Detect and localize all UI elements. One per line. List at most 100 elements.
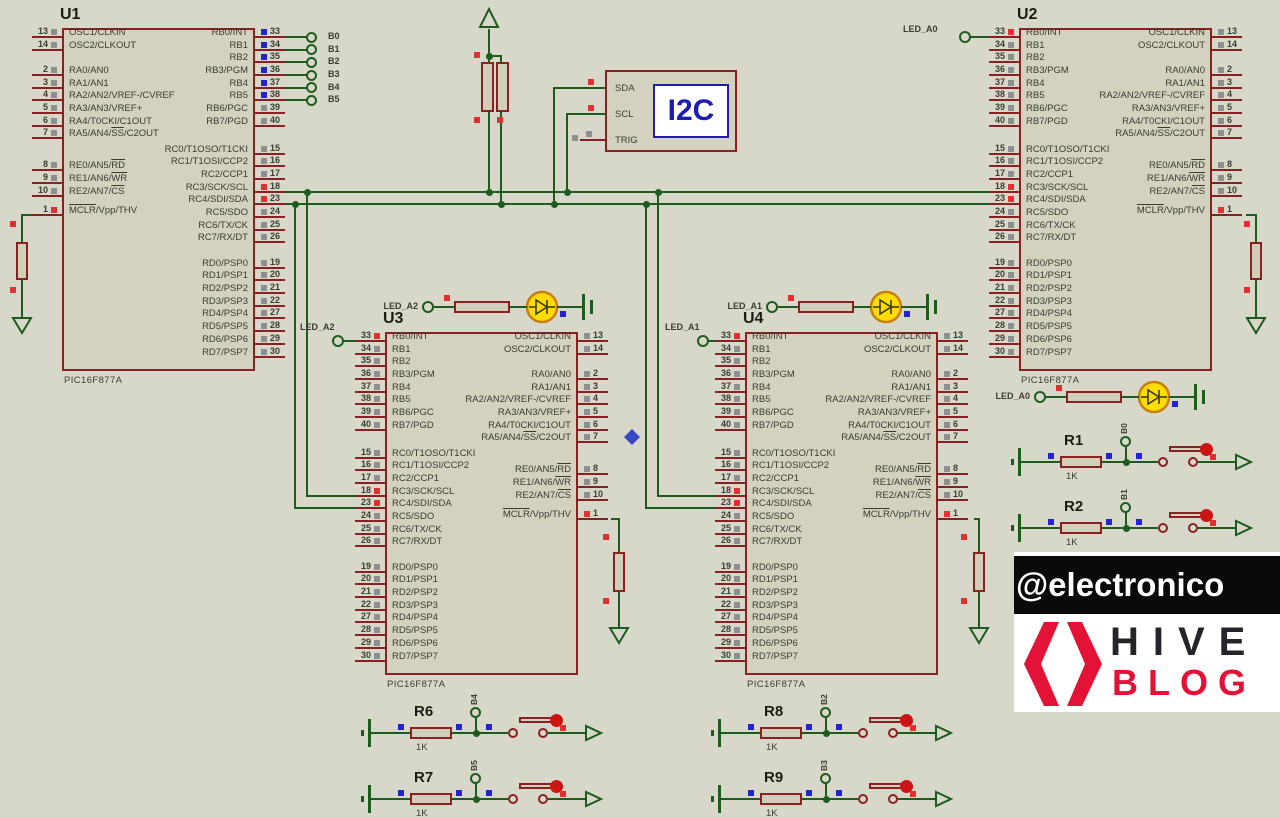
resistor-r6[interactable] (410, 727, 452, 739)
wire-segment[interactable] (1169, 396, 1194, 398)
wire-segment[interactable] (553, 87, 555, 205)
wire-segment[interactable] (284, 36, 307, 38)
terminal-b0[interactable] (306, 31, 317, 43)
wire-segment[interactable] (1122, 396, 1139, 398)
resistor-r1[interactable] (1060, 456, 1102, 468)
wire-segment[interactable] (306, 191, 308, 497)
trig-stub[interactable] (580, 139, 605, 141)
terminal-b3[interactable] (306, 69, 317, 81)
wire-segment[interactable] (284, 74, 307, 76)
wire-segment[interactable] (566, 113, 606, 115)
wire-segment[interactable] (657, 495, 716, 497)
button-contact[interactable] (508, 728, 518, 738)
wire-segment[interactable] (371, 732, 410, 734)
wire-segment[interactable] (974, 518, 980, 520)
resistor[interactable] (973, 552, 985, 592)
wire-segment[interactable] (1198, 461, 1236, 463)
terminal-led_a0-drive[interactable] (1034, 391, 1046, 403)
wire-segment[interactable] (708, 340, 716, 342)
terminal-b0[interactable] (1120, 436, 1131, 447)
wire-segment[interactable] (1198, 527, 1236, 529)
wire-segment[interactable] (488, 55, 502, 57)
button-contact[interactable] (508, 794, 518, 804)
terminal-led_a2[interactable] (332, 335, 344, 347)
wire-segment[interactable] (1102, 461, 1158, 463)
terminal-led_a1-drive[interactable] (766, 301, 778, 313)
button-actuator[interactable] (1200, 509, 1213, 522)
chip-u3[interactable] (385, 332, 578, 675)
resistor-r9[interactable] (760, 793, 802, 805)
wire-segment[interactable] (371, 798, 410, 800)
button-contact[interactable] (538, 728, 548, 738)
wire-segment[interactable] (294, 507, 356, 509)
wire-segment[interactable] (645, 507, 716, 509)
wire-segment[interactable] (475, 783, 477, 799)
wire-segment[interactable] (1046, 396, 1066, 398)
wire-segment[interactable] (284, 87, 307, 89)
wire-segment[interactable] (284, 203, 990, 205)
wire-segment[interactable] (1102, 527, 1158, 529)
terminal-led_a0[interactable] (959, 31, 971, 43)
terminal-b2[interactable] (306, 56, 317, 68)
terminal-b5[interactable] (470, 773, 481, 784)
wire-segment[interactable] (802, 798, 858, 800)
button-actuator[interactable] (900, 780, 913, 793)
wire-segment[interactable] (1246, 214, 1257, 216)
wire-segment[interactable] (21, 214, 23, 243)
resistor-r8[interactable] (760, 727, 802, 739)
wire-segment[interactable] (488, 111, 490, 193)
chip-u1[interactable] (62, 28, 255, 371)
wire-segment[interactable] (553, 87, 606, 89)
wire-segment[interactable] (611, 518, 620, 520)
button-actuator[interactable] (900, 714, 913, 727)
wire-segment[interactable] (510, 306, 527, 308)
terminal-led_a1[interactable] (697, 335, 709, 347)
button-contact[interactable] (858, 794, 868, 804)
wire-segment[interactable] (500, 55, 502, 63)
resistor[interactable] (613, 552, 625, 592)
wire-segment[interactable] (434, 306, 454, 308)
terminal-b1[interactable] (306, 44, 317, 56)
resistor[interactable] (481, 62, 494, 112)
wire-segment[interactable] (618, 518, 620, 553)
chip-u2[interactable] (1019, 28, 1212, 371)
wire-segment[interactable] (978, 518, 980, 553)
wire-segment[interactable] (548, 732, 586, 734)
button-contact[interactable] (858, 728, 868, 738)
button-contact[interactable] (1158, 523, 1168, 533)
wire-segment[interactable] (645, 203, 647, 509)
wire-segment[interactable] (978, 591, 980, 629)
wire-segment[interactable] (475, 717, 477, 733)
button-contact[interactable] (888, 728, 898, 738)
button-actuator[interactable] (550, 714, 563, 727)
wire-segment[interactable] (21, 214, 33, 216)
wire-segment[interactable] (825, 783, 827, 799)
i2c-debugger[interactable]: I2C SDA SCL TRIG (605, 70, 737, 152)
wire-segment[interactable] (284, 49, 307, 51)
button-contact[interactable] (1158, 457, 1168, 467)
terminal-b1[interactable] (1120, 502, 1131, 513)
wire-segment[interactable] (1125, 446, 1127, 462)
wire-segment[interactable] (566, 113, 568, 193)
terminal-b4[interactable] (470, 707, 481, 718)
wire-segment[interactable] (618, 591, 620, 629)
wire-segment[interactable] (452, 798, 508, 800)
resistor-r7[interactable] (410, 793, 452, 805)
button-contact[interactable] (538, 794, 548, 804)
resistor[interactable] (798, 301, 854, 313)
terminal-b3[interactable] (820, 773, 831, 784)
wire-segment[interactable] (901, 306, 926, 308)
wire-segment[interactable] (557, 306, 582, 308)
terminal-led_a2-drive[interactable] (422, 301, 434, 313)
resistor[interactable] (16, 242, 28, 280)
wire-segment[interactable] (970, 36, 990, 38)
wire-segment[interactable] (778, 306, 798, 308)
wire-segment[interactable] (343, 340, 356, 342)
wire-segment[interactable] (284, 61, 307, 63)
wire-segment[interactable] (1255, 214, 1257, 243)
button-contact[interactable] (1188, 457, 1198, 467)
wire-segment[interactable] (21, 279, 23, 319)
wire-segment[interactable] (488, 29, 490, 63)
wire-segment[interactable] (898, 798, 936, 800)
resistor[interactable] (1250, 242, 1262, 280)
